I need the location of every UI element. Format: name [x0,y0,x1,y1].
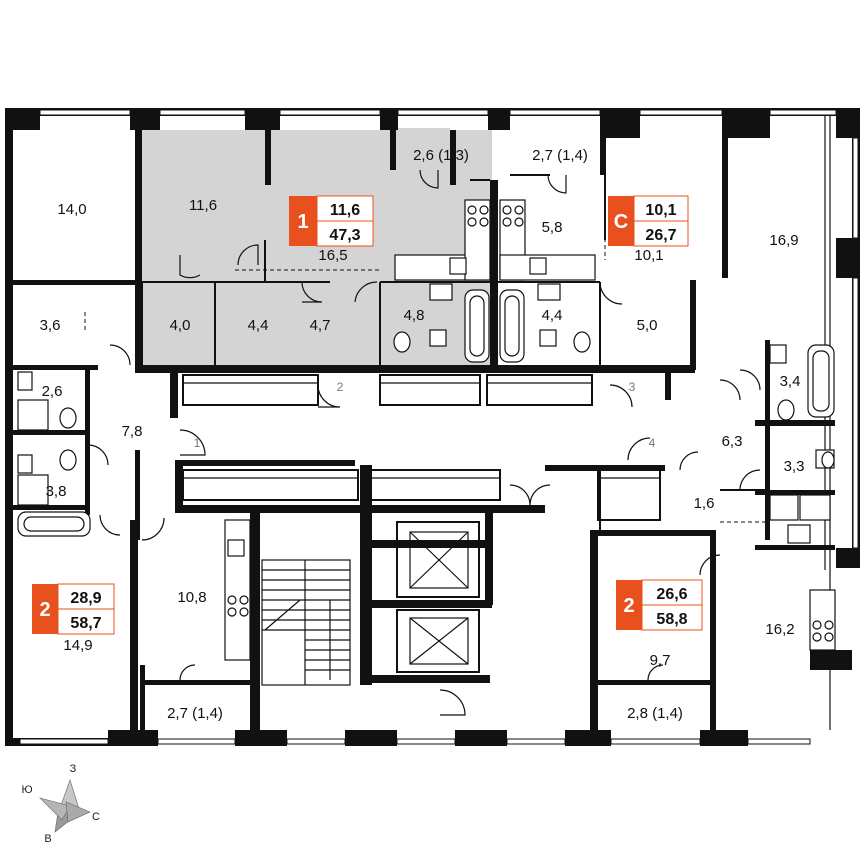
room-label: 5,0 [637,317,658,334]
total-area: 47,3 [329,227,360,244]
room-label: 14,9 [63,637,92,654]
room-label: 3,6 [40,317,61,334]
windows [19,109,859,745]
room-label: 16,2 [765,621,794,638]
elevator-shafts [396,521,480,673]
room-count: 2 [623,595,634,617]
room-label: 16,9 [769,232,798,249]
staircase [261,559,351,686]
entrance-numbers: 1 2 3 4 [194,380,656,450]
apartment-badge-c[interactable]: С 10,1 26,7 [608,195,689,247]
room-count: С [614,211,628,233]
total-area: 26,7 [645,227,676,244]
sanitary-fixtures [17,283,835,544]
room-label: 4,8 [404,307,425,324]
room-label: 16,5 [318,247,347,264]
room-label: 2,7 (1,4) [532,147,588,164]
compass-west-label: Ю [21,784,32,796]
room-count: 2 [39,599,50,621]
room-labels: 14,0 11,6 16,5 2,6 (1,3) 2,7 (1,4) 5,8 1… [40,147,805,722]
living-area: 10,1 [645,202,676,219]
entrance-number: 2 [337,380,344,394]
compass-east-label: С [92,811,100,823]
room-label: 3,4 [780,373,801,390]
room-label: 4,4 [542,307,563,324]
compass-south-label: В [44,833,51,845]
apartment-badge-1[interactable]: 1 11,6 47,3 [289,195,374,247]
room-label: 7,8 [122,423,143,440]
room-label: 3,3 [784,458,805,475]
compass: З Ю С В [21,763,100,845]
entrance-number: 3 [629,380,636,394]
living-area: 11,6 [330,202,360,219]
room-label: 2,8 (1,4) [627,705,683,722]
compass-north-label: З [70,763,77,775]
room-count: 1 [297,211,308,233]
storage-blocks [182,374,661,521]
selected-apartment-fill [140,128,492,365]
compass-arrow-west-icon [38,797,71,821]
interior-walls [13,130,835,740]
compass-arrow-east-icon [65,801,91,823]
room-label: 9,7 [650,652,671,669]
room-label: 14,0 [57,201,86,218]
room-label: 10,8 [177,589,206,606]
entrance-number: 1 [194,436,201,450]
room-label: 1,6 [694,495,715,512]
total-area: 58,8 [656,611,687,628]
room-label: 2,7 (1,4) [167,705,223,722]
room-label: 4,4 [248,317,269,334]
living-area: 26,6 [656,586,687,603]
room-label: 11,6 [189,197,217,214]
total-area: 58,7 [70,615,101,632]
room-label: 6,3 [722,433,743,450]
entrance-number: 4 [649,436,656,450]
room-label: 4,7 [310,317,331,334]
door-swings [87,169,761,716]
kitchen-fixtures [224,199,836,661]
living-area: 28,9 [70,590,101,607]
room-label: 4,0 [170,317,191,334]
room-label: 10,1 [634,247,663,264]
room-label: 2,6 [42,383,63,400]
apartment-badge-2-left[interactable]: 2 28,9 58,7 [32,583,115,635]
room-label: 2,6 (1,3) [413,147,469,164]
room-label: 5,8 [542,219,563,236]
room-label: 3,8 [46,483,67,500]
apartment-badge-2-right[interactable]: 2 26,6 58,8 [616,579,703,631]
